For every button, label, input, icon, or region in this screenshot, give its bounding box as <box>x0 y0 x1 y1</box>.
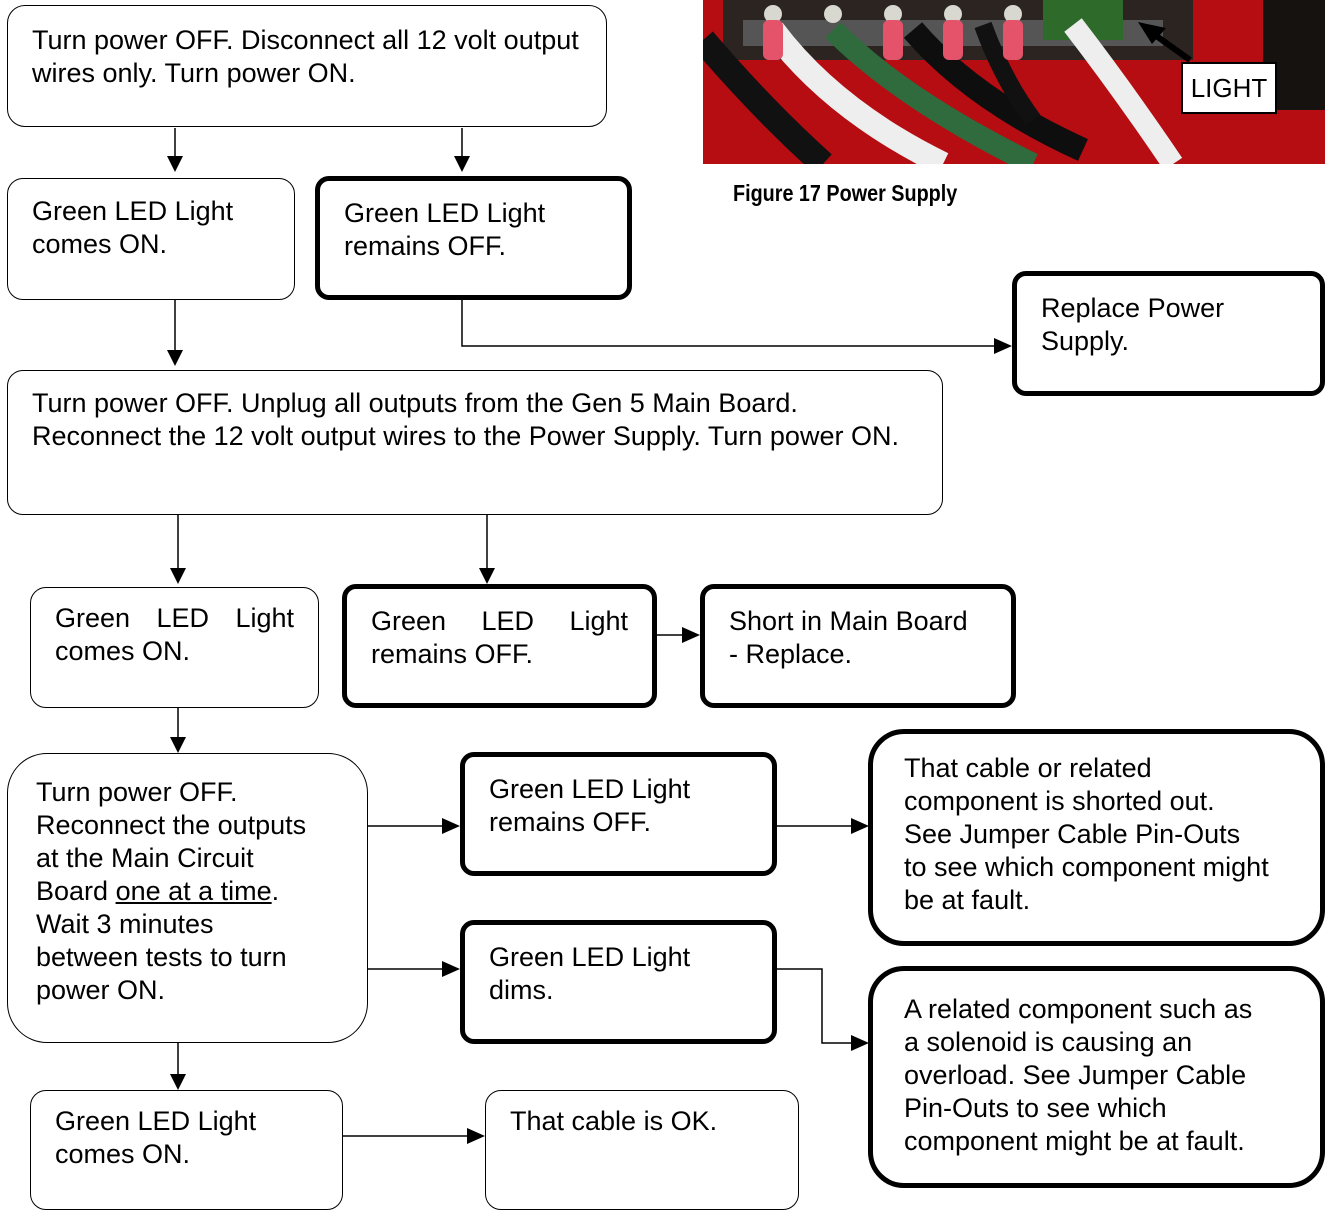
led-dims: Green LED Light dims. <box>460 920 777 1044</box>
figure-caption: Figure 17 Power Supply <box>733 180 958 206</box>
step-reconnect-one-at-a-time: Turn power OFF. Reconnect the outputs at… <box>7 753 368 1043</box>
led-on-2-line1: Green LED Light <box>55 603 294 633</box>
led-on-3: Green LED Light comes ON. <box>30 1090 343 1210</box>
step-unplug-outputs: Turn power OFF. Unplug all outputs from … <box>7 370 943 515</box>
replace-power-supply: Replace Power Supply. <box>1012 271 1325 396</box>
cable-ok-text: That cable is OK. <box>510 1106 718 1136</box>
led-off-2-line2: remains OFF. <box>371 639 534 669</box>
step-disconnect-outputs-text: Turn power OFF. Disconnect all 12 volt o… <box>32 25 579 88</box>
step-reconnect-text-a: Turn power OFF. Reconnect the outputs at… <box>36 777 307 906</box>
short-in-main-board-text: Short in Main Board - Replace. <box>729 606 968 669</box>
led-off-3: Green LED Light remains OFF. <box>460 752 777 876</box>
cable-ok: That cable is OK. <box>485 1090 799 1210</box>
step-reconnect-text-b: . Wait 3 minutes between tests to turn p… <box>36 876 287 1005</box>
step-disconnect-outputs: Turn power OFF. Disconnect all 12 volt o… <box>7 5 607 127</box>
led-off-1-text: Green LED Light remains OFF. <box>344 198 546 261</box>
cable-shorted-out: That cable or related component is short… <box>868 729 1325 946</box>
led-on-1-text: Green LED Light comes ON. <box>32 196 234 259</box>
step-reconnect-underline: one at a time <box>115 876 272 906</box>
led-off-2: Green LED Light remains OFF. <box>342 584 657 708</box>
led-off-2-line1: Green LED Light <box>371 606 628 636</box>
led-off-3-text: Green LED Light remains OFF. <box>489 774 691 837</box>
led-dims-text: Green LED Light dims. <box>489 942 691 1005</box>
led-on-2: Green LED Light comes ON. <box>30 587 319 708</box>
step-reconnect-text: Turn power OFF. Reconnect the outputs at… <box>36 776 347 1007</box>
light-label: LIGHT <box>1181 62 1277 114</box>
replace-power-supply-text: Replace Power Supply. <box>1041 293 1225 356</box>
led-on-1: Green LED Light comes ON. <box>7 178 295 300</box>
led-on-3-text: Green LED Light comes ON. <box>55 1106 257 1169</box>
step-unplug-outputs-text: Turn power OFF. Unplug all outputs from … <box>32 388 899 451</box>
overload-component-text: A related component such as a solenoid i… <box>904 994 1253 1156</box>
overload-component: A related component such as a solenoid i… <box>868 966 1325 1188</box>
led-on-2-line2: comes ON. <box>55 636 191 666</box>
cable-shorted-out-text: That cable or related component is short… <box>904 753 1269 915</box>
short-in-main-board: Short in Main Board - Replace. <box>700 584 1016 708</box>
led-off-1: Green LED Light remains OFF. <box>315 176 632 300</box>
